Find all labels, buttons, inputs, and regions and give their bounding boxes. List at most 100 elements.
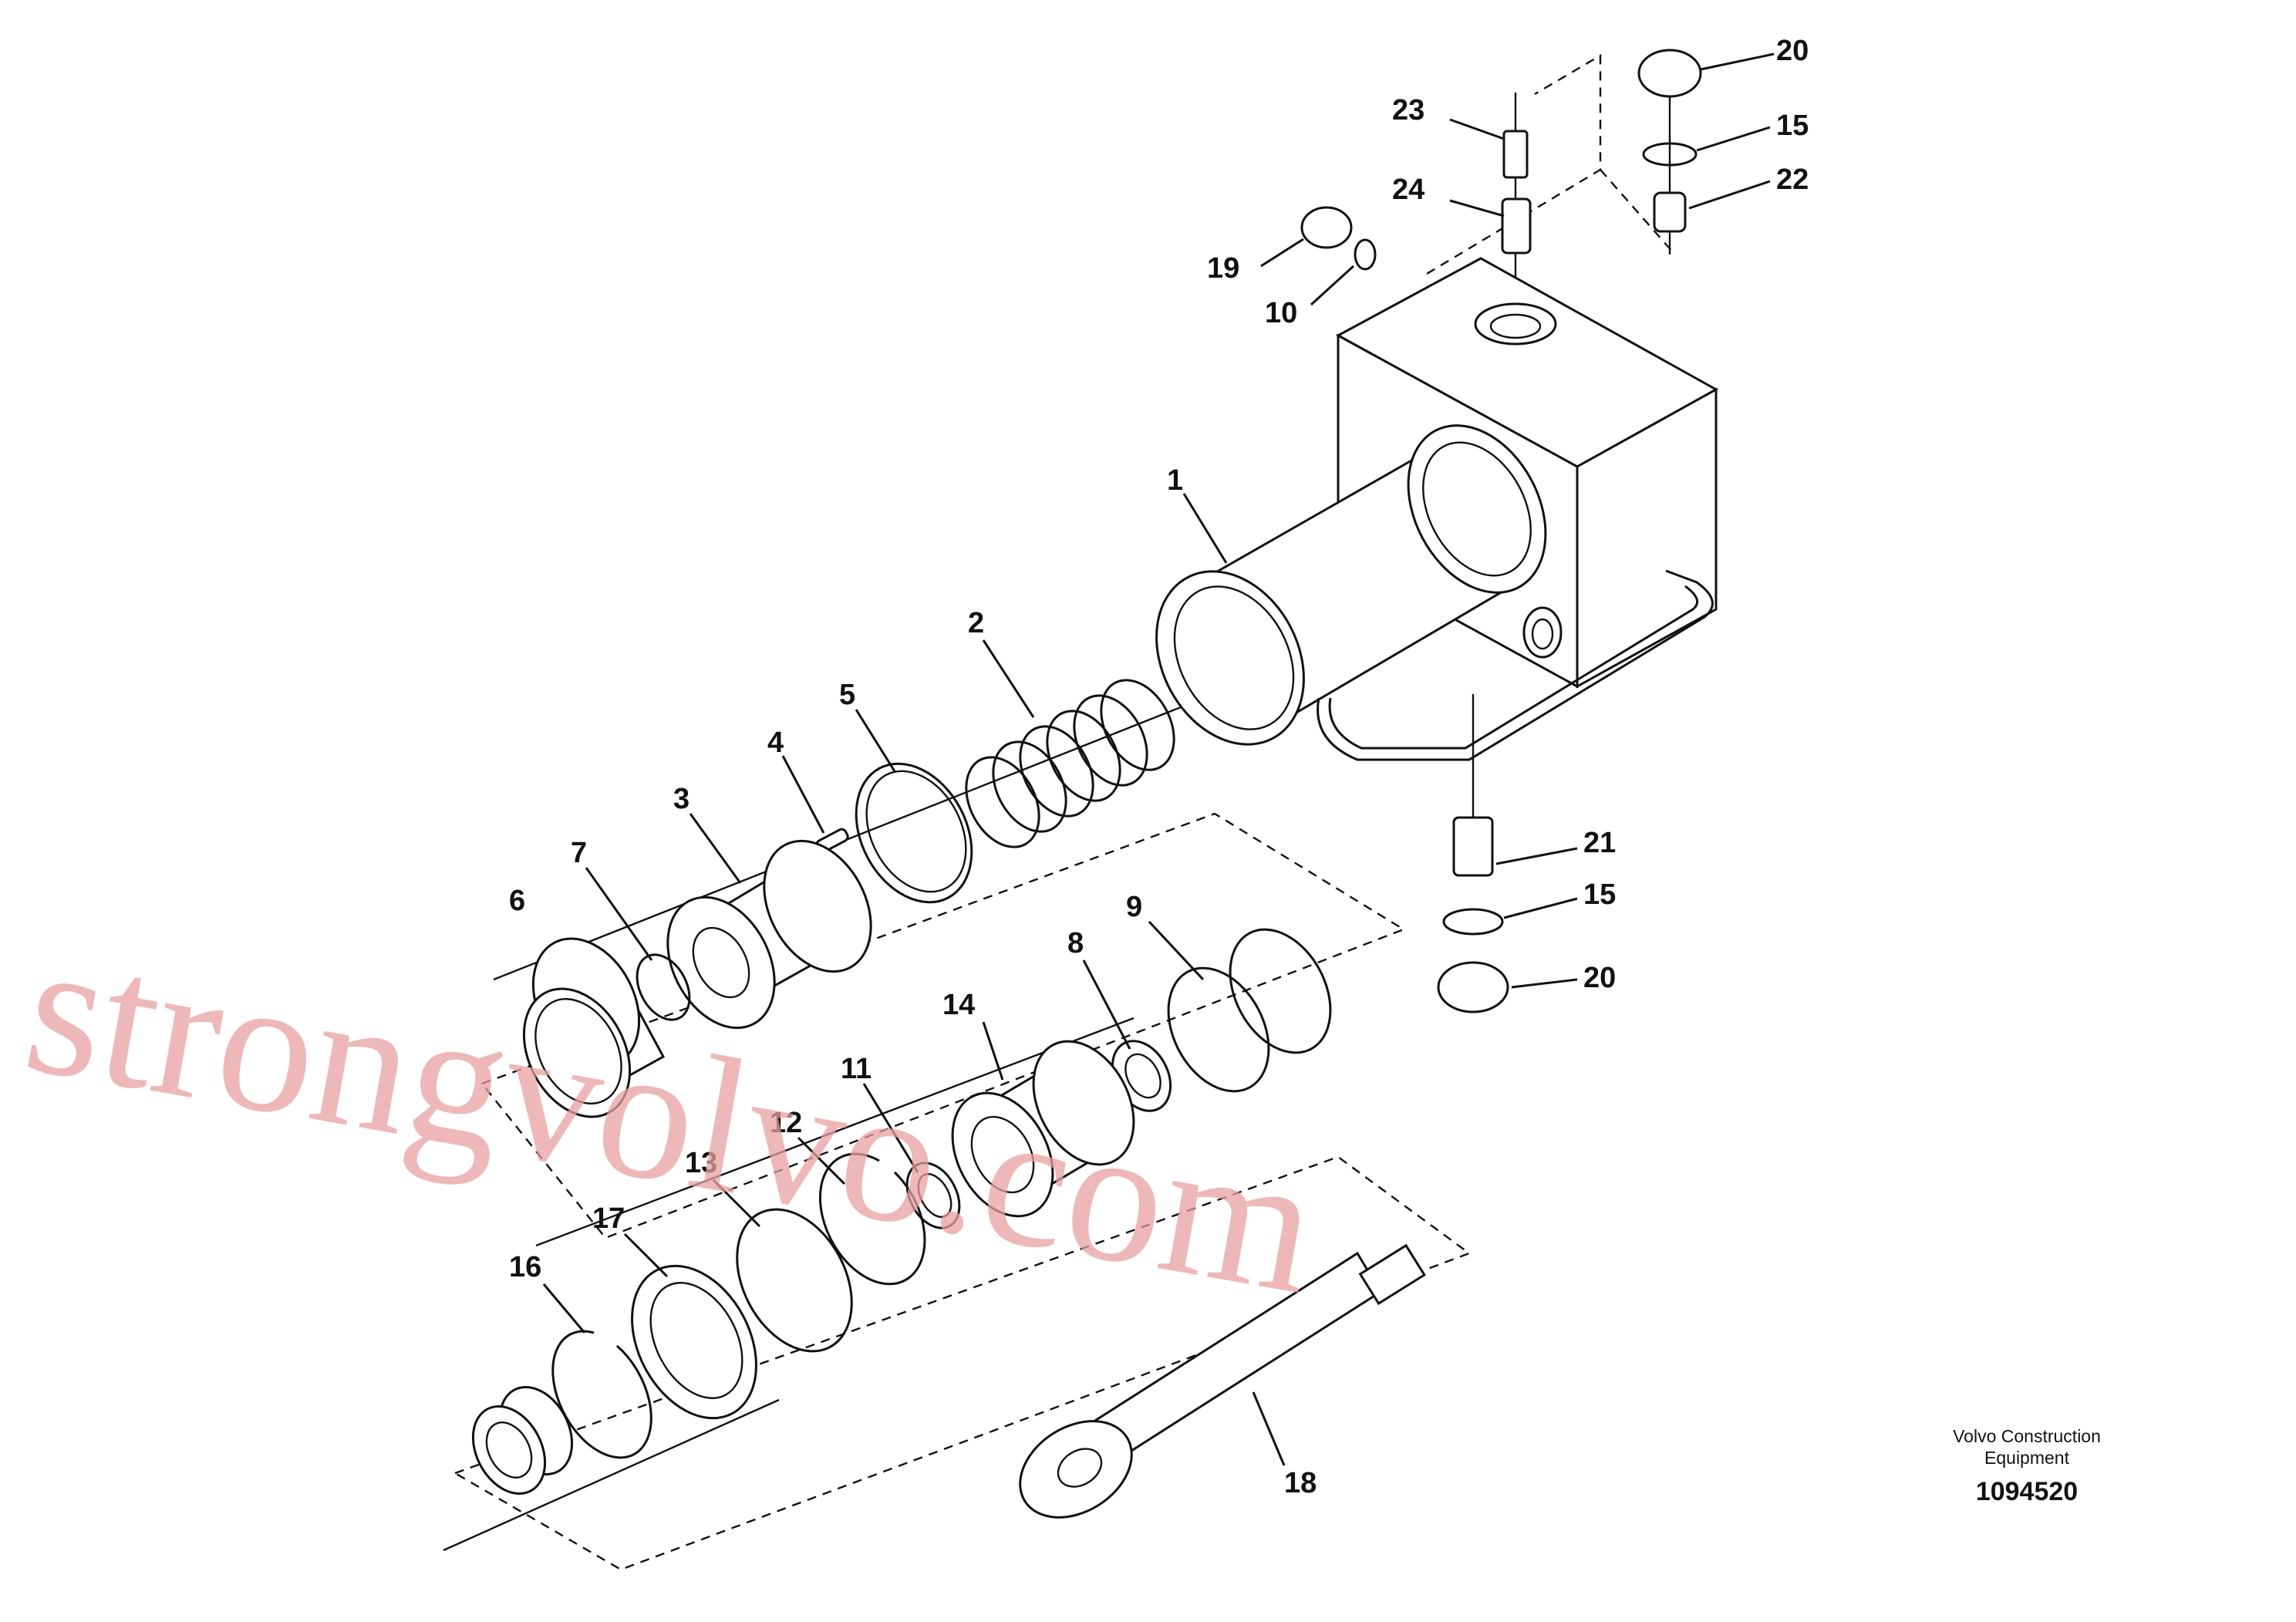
sleeve-part-6 — [522, 937, 666, 1118]
label-17: 17 — [592, 1202, 625, 1235]
leader-lines — [542, 52, 1775, 1466]
label-1: 1 — [1167, 464, 1183, 497]
label-3: 3 — [673, 783, 689, 815]
label-9: 9 — [1126, 891, 1142, 923]
cylinder-boss-inner — [1422, 441, 1532, 577]
leader-8 — [1082, 959, 1131, 1050]
leader-10 — [1310, 265, 1355, 306]
leader-18 — [1252, 1391, 1286, 1466]
middle-dashed-frame — [481, 812, 1406, 1239]
end-cap — [471, 1385, 574, 1496]
o-ring-part-7 — [636, 953, 691, 1021]
leader-20-bottom — [1511, 978, 1578, 989]
sleeve-inner — [534, 998, 622, 1104]
leader-2 — [982, 639, 1035, 718]
piston-bore — [692, 926, 750, 999]
label-19: 19 — [1207, 252, 1239, 285]
leader-5 — [855, 709, 896, 772]
label-13: 13 — [685, 1147, 717, 1179]
valve-housing — [1155, 257, 1719, 761]
cylinder-bore — [1173, 585, 1295, 730]
o-ring-part-15-bottom — [1442, 908, 1504, 936]
bent-tube — [1317, 569, 1714, 761]
spring-coil-4 — [1046, 710, 1121, 802]
label-12: 12 — [770, 1107, 802, 1139]
leader-12 — [797, 1136, 846, 1185]
label-2: 2 — [968, 607, 984, 639]
snap-ring-part-12 — [818, 1152, 926, 1286]
label-14: 14 — [942, 989, 975, 1021]
leader-15-bottom — [1503, 897, 1578, 919]
ring-part-5-inner — [865, 770, 967, 893]
housing-side-face — [1576, 387, 1718, 689]
ring-part-5 — [855, 762, 973, 904]
leader-11 — [862, 1083, 919, 1173]
label-6: 6 — [509, 885, 525, 917]
end-cap-inner — [485, 1421, 533, 1479]
drawing-number: 1094520 — [1976, 1477, 2078, 1506]
insert-part-22 — [1653, 191, 1687, 233]
top-parts — [1300, 49, 1702, 1013]
label-22: 22 — [1776, 164, 1809, 196]
leader-3 — [689, 813, 742, 884]
label-21: 21 — [1583, 827, 1616, 859]
piston-part-14 — [951, 1040, 1135, 1218]
label-11: 11 — [841, 1053, 872, 1085]
plug-part-19 — [1300, 206, 1353, 249]
poppet-part-23 — [1502, 130, 1529, 179]
spring — [965, 679, 1175, 848]
leader-21 — [1495, 847, 1578, 865]
brand-line-2: Equipment — [1984, 1448, 2070, 1468]
spring-coil-5 — [1073, 694, 1148, 787]
leader-17 — [623, 1233, 669, 1278]
leader-7 — [585, 867, 653, 961]
label-15-top: 15 — [1776, 110, 1809, 142]
piston-rear-face — [763, 839, 872, 973]
leader-24 — [1449, 199, 1505, 218]
o-ring-part-13 — [736, 1208, 853, 1353]
rod-eye — [1019, 1420, 1133, 1519]
housing-top-port-inner — [1489, 313, 1542, 339]
title-block: Volvo Construction Equipment 1094520 — [1953, 1426, 2101, 1506]
leader-20-top — [1700, 52, 1775, 71]
bottom-axis-line — [443, 1398, 780, 1552]
label-23: 23 — [1392, 94, 1424, 126]
leader-19 — [1260, 238, 1304, 268]
leader-16 — [542, 1283, 586, 1334]
cylinder-end-face — [1155, 570, 1305, 746]
brand-line-1: Volvo Construction — [1953, 1426, 2101, 1446]
washer-part-17 — [631, 1264, 757, 1420]
leader-4 — [781, 755, 825, 834]
piston-part-3 — [666, 839, 872, 1030]
leader-13 — [712, 1179, 761, 1228]
washer-part-17-inner — [649, 1282, 743, 1399]
leader-23 — [1449, 118, 1505, 140]
piston-front-face — [666, 895, 776, 1030]
spring-part-24 — [1501, 197, 1532, 255]
ring-part-9a — [1229, 928, 1332, 1054]
label-15-bottom: 15 — [1583, 878, 1616, 911]
label-8: 8 — [1067, 927, 1084, 959]
label-5: 5 — [839, 679, 855, 711]
piston-rod-part-18 — [1019, 1243, 1426, 1519]
bent-tube-inner — [1328, 585, 1699, 750]
ring-part-11-inner — [917, 1172, 952, 1219]
leader-15-top — [1696, 126, 1771, 152]
spring-coil-6 — [1100, 679, 1175, 771]
housing-side-port — [1522, 606, 1563, 659]
rod-thread — [1358, 1243, 1426, 1306]
label-16: 16 — [509, 1251, 541, 1283]
spring-coil-3 — [1019, 725, 1094, 818]
top-right-dashed-frame-lower — [1600, 169, 1674, 254]
leader-9 — [1148, 920, 1205, 981]
spring-coil-1 — [965, 756, 1040, 848]
label-4: 4 — [767, 727, 784, 759]
piston-14-bore — [970, 1115, 1035, 1194]
plug-part-20-bottom — [1437, 961, 1509, 1013]
main-axis-line — [493, 654, 1312, 981]
piston-14-rear — [1032, 1040, 1135, 1166]
part-labels: 1 2 3 4 5 6 7 8 9 10 11 12 13 14 15 15 1… — [509, 35, 1809, 1499]
o-ring-part-15-top — [1642, 142, 1698, 167]
